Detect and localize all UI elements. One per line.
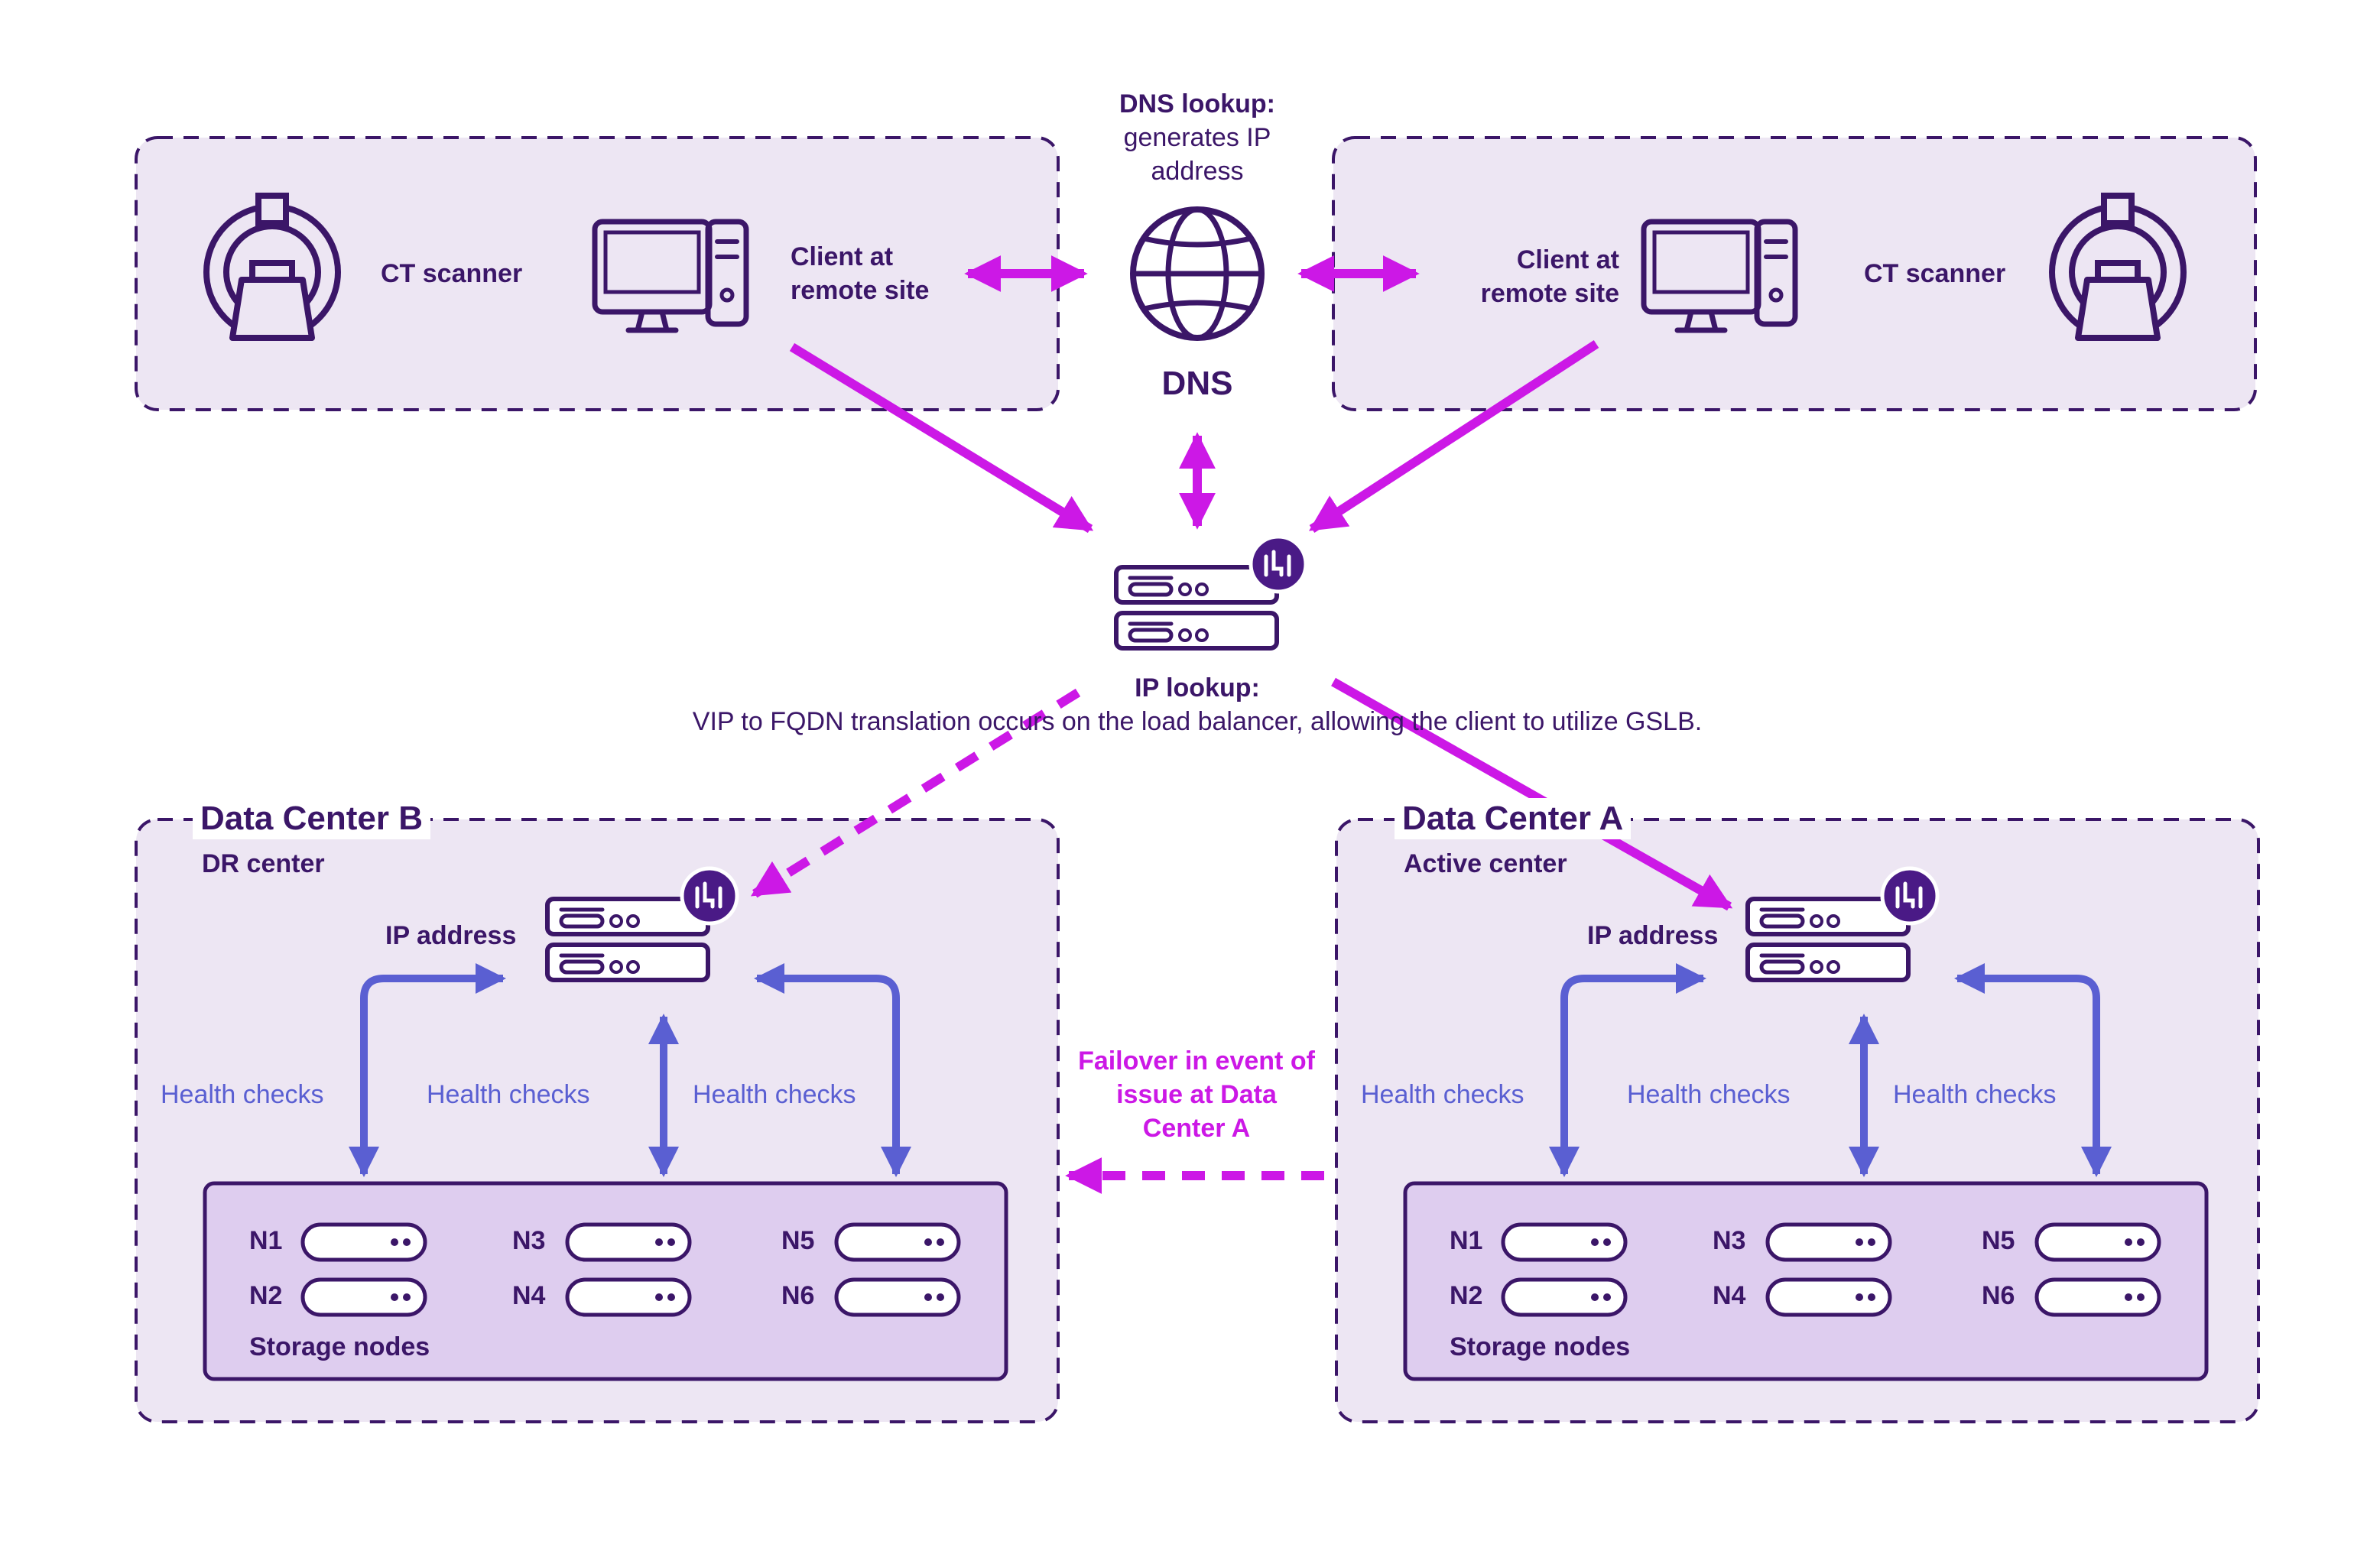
dc-b-node-n6-label: N6	[781, 1281, 815, 1310]
dc-b-node-n5-label: N5	[781, 1226, 815, 1255]
data-center-b-health-check-2: Health checks	[427, 1080, 590, 1109]
data-center-b-health-check-1: Health checks	[161, 1080, 324, 1109]
data-center-b-ip-label: IP address	[385, 921, 517, 950]
ct-scanner-right-label: CT scanner	[1864, 259, 2006, 288]
data-center-a-ip-label: IP address	[1587, 921, 1719, 950]
dc-a-node-n6-label: N6	[1982, 1281, 2015, 1310]
load-balancer-central-icon	[1116, 537, 1306, 648]
arrow-lb-to-dc-b-dashed	[750, 688, 1081, 899]
failover-label: Failover in event of issue at Data Cente…	[1078, 1046, 1315, 1143]
data-center-a-health-check-2: Health checks	[1627, 1080, 1791, 1109]
health-check-arrow-a-right	[1954, 963, 2112, 1177]
ct-scanner-left-label: CT scanner	[381, 259, 523, 288]
data-center-a-health-check-1: Health checks	[1361, 1080, 1524, 1109]
dc-b-node-n3-label: N3	[512, 1226, 546, 1255]
dc-b-node-n1-label: N1	[249, 1226, 283, 1255]
data-center-b-health-check-3: Health checks	[693, 1080, 856, 1109]
data-center-a-title: Data Center A	[1395, 798, 1632, 839]
dc-a-node-n1-label: N1	[1450, 1226, 1483, 1255]
dc-a-storage-label: Storage nodes	[1450, 1332, 1631, 1361]
dc-b-node-n4-label: N4	[512, 1281, 546, 1310]
data-center-a-health-check-3: Health checks	[1893, 1080, 2057, 1109]
health-check-arrow-b-left	[349, 963, 506, 1177]
dns-lookup-title: DNS lookup:	[1119, 89, 1275, 118]
dc-b-storage-label: Storage nodes	[249, 1332, 430, 1361]
dc-a-node-n5-label: N5	[1982, 1226, 2015, 1255]
dc-a-node-n2-label: N2	[1450, 1281, 1483, 1310]
data-center-b-subtitle: DR center	[202, 849, 325, 878]
health-check-arrow-a-left	[1549, 963, 1706, 1177]
dns-lookup-desc: generates IP address	[1123, 123, 1271, 186]
ip-lookup-desc: VIP to FQDN translation occurs on the lo…	[692, 707, 1703, 736]
data-center-a-subtitle: Active center	[1404, 849, 1567, 878]
arrow-lb-to-dc-a	[1331, 677, 1733, 911]
health-check-arrow-b-right	[754, 963, 911, 1177]
dc-a-node-n3-label: N3	[1713, 1226, 1746, 1255]
dns-globe-icon	[1130, 206, 1265, 341]
client-right-label: Client at remote site	[1480, 245, 1619, 308]
dns-label: DNS	[1161, 365, 1233, 402]
arrow-client-left-to-lb	[789, 342, 1094, 534]
data-center-b-title: Data Center B	[193, 798, 430, 839]
dc-a-node-n4-label: N4	[1713, 1281, 1746, 1310]
client-left-label: Client at remote site	[791, 242, 930, 305]
ip-lookup-title: IP lookup:	[1135, 673, 1260, 702]
arrow-client-right-to-lb	[1308, 339, 1599, 534]
dc-b-node-n2-label: N2	[249, 1281, 283, 1310]
